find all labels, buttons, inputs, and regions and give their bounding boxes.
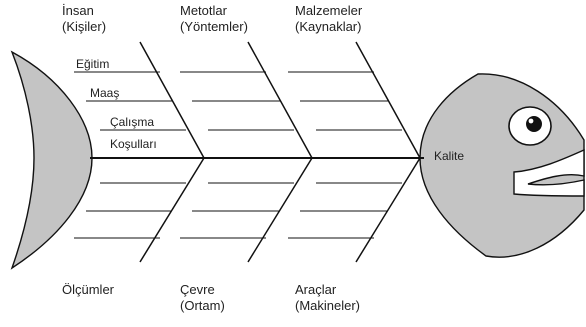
- bone-methods: [247, 41, 313, 159]
- bone-environment: [247, 157, 313, 263]
- cause-salary: Maaş: [90, 86, 120, 100]
- category-machines-subtitle: (Makineler): [295, 298, 361, 313]
- cause-conditions: Koşulları: [110, 137, 157, 151]
- category-people-subtitle: (Kişiler): [62, 19, 107, 34]
- cause-training: Eğitim: [76, 57, 110, 71]
- category-materials-subtitle: (Kaynaklar): [295, 19, 362, 34]
- fish-mouth: [513, 148, 585, 197]
- bone-materials: [355, 41, 421, 159]
- category-measure-label: Ölçümler: [62, 282, 114, 298]
- bone-measure: [139, 157, 205, 263]
- cause-working: Çalışma: [110, 115, 155, 129]
- category-environment-subtitle: (Ortam): [180, 298, 225, 313]
- bone-people: [139, 41, 205, 159]
- category-measure-title: Ölçümler: [62, 282, 115, 297]
- fish-tail: [10, 50, 93, 270]
- category-people-title: İnsan: [62, 3, 94, 18]
- category-machines-label: Araçlar (Makineler): [295, 282, 360, 314]
- category-environment-title: Çevre: [180, 282, 215, 297]
- category-methods-subtitle: (Yöntemler): [180, 19, 248, 34]
- category-machines-title: Araçlar: [295, 282, 337, 297]
- category-methods-title: Metotlar: [180, 3, 227, 18]
- fish-eye-pupil: [526, 116, 542, 132]
- category-materials-label: Malzemeler (Kaynaklar): [295, 3, 362, 35]
- category-methods-label: Metotlar (Yöntemler): [180, 3, 248, 35]
- effect-label: Kalite: [434, 149, 465, 163]
- fish-eye-glint: [528, 118, 534, 124]
- category-environment-label: Çevre (Ortam): [180, 282, 225, 314]
- category-people-label: İnsan (Kişiler): [62, 3, 106, 35]
- category-materials-title: Malzemeler: [295, 3, 363, 18]
- bone-machines: [355, 157, 421, 263]
